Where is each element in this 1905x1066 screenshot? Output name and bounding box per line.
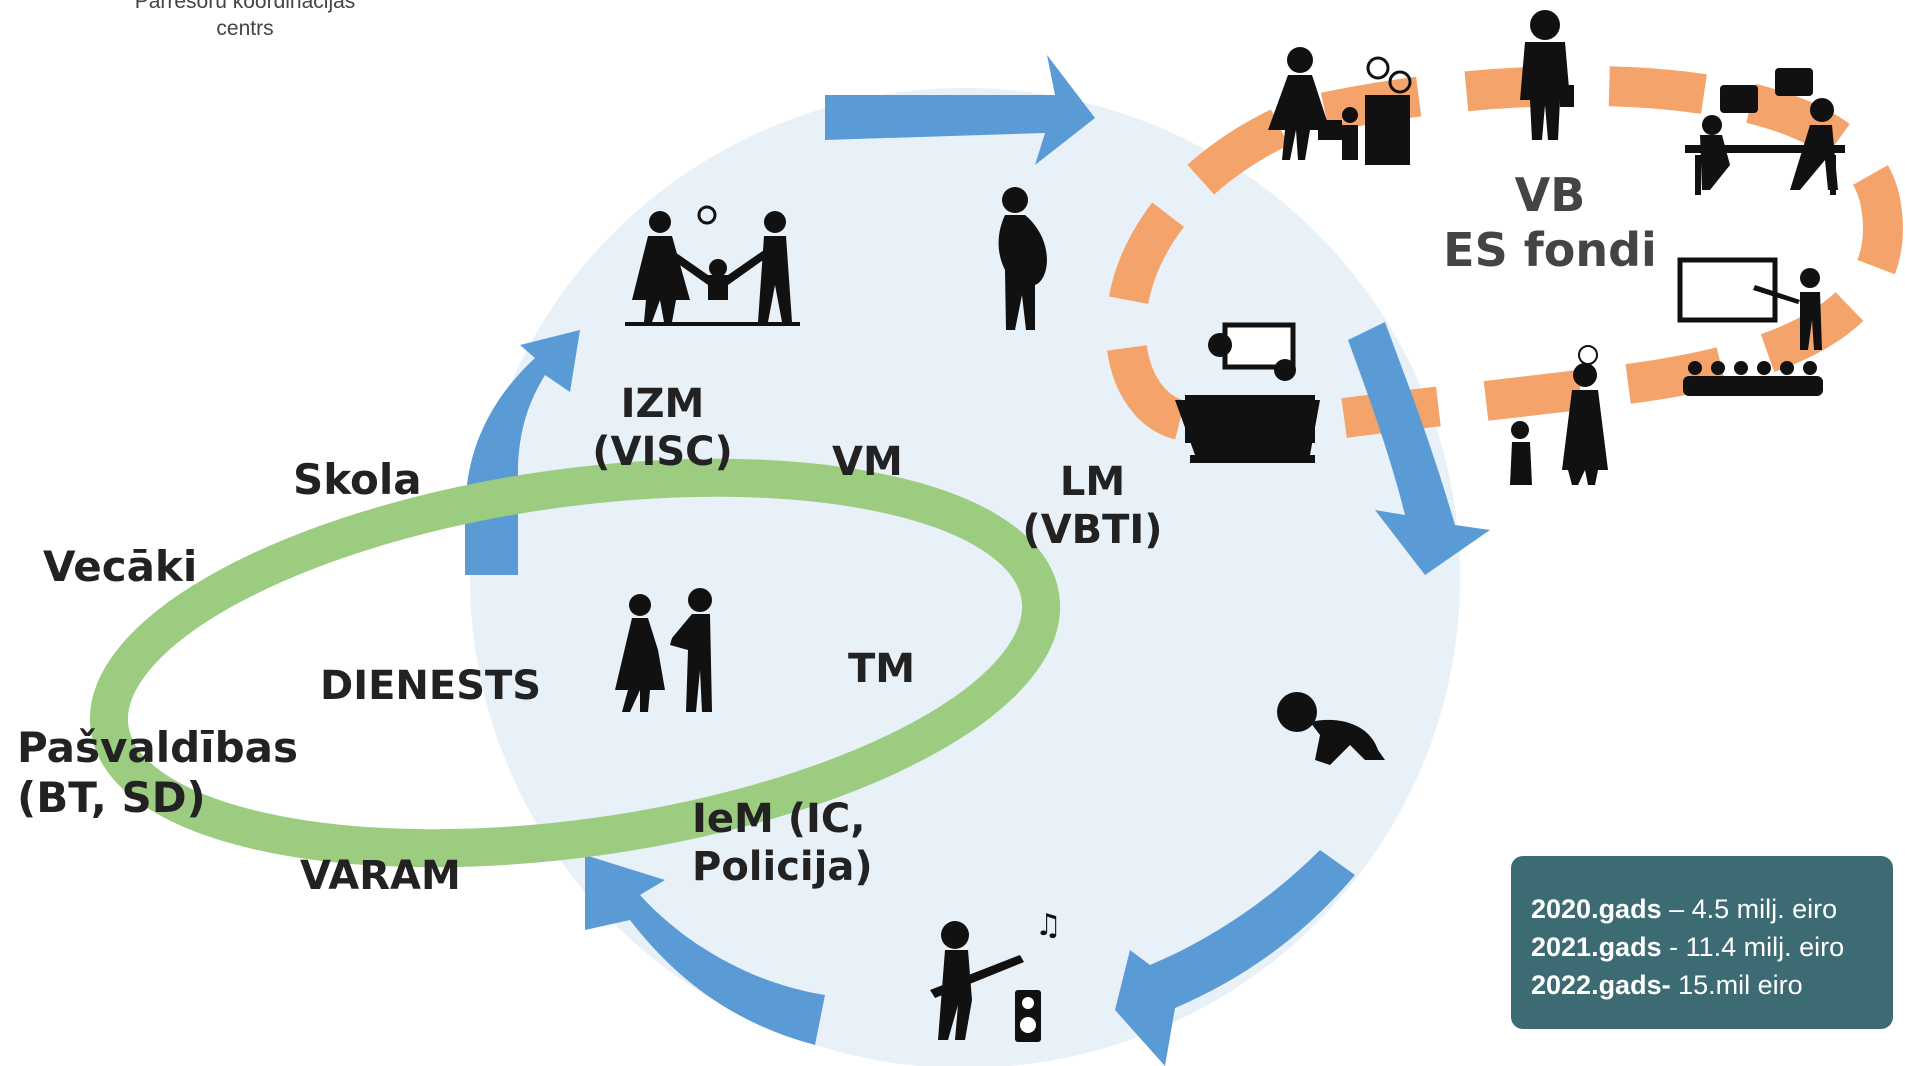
org-name: Pārresoru koordinācijas centrs: [95, 0, 395, 43]
arrow-bottom-left: [585, 855, 825, 1045]
label-tm: TM: [848, 646, 916, 692]
service-ellipse: [89, 458, 1061, 868]
funding-amount: – 4.5 milj. eiro: [1661, 894, 1838, 924]
label-vm: VM: [832, 439, 903, 485]
funding-row: 2021.gads - 11.4 milj. eiro: [1531, 929, 1893, 967]
org-name-line1: Pārresoru koordinācijas: [134, 0, 356, 13]
presentation-icon: [1677, 257, 1823, 396]
arrow-bottom-right: [1115, 850, 1355, 1066]
funding-row: 2022.gads- 15.mil eiro: [1531, 967, 1893, 1005]
label-iem-line2: Policija): [692, 844, 873, 890]
label-vecaki: Vecāki: [43, 542, 198, 591]
label-lm-line1: LM: [1059, 459, 1126, 505]
mother-child-shopping-icon: [1268, 47, 1412, 165]
label-es-fondi: ES fondi: [1443, 223, 1657, 278]
org-name-line2: centrs: [216, 17, 274, 41]
label-vb: VB: [1514, 168, 1586, 222]
funding-year: 2022.gads-: [1531, 969, 1671, 1000]
label-pasvaldibas: Pašvaldības (BT, SD): [17, 723, 298, 824]
label-dienests: DIENESTS: [320, 663, 542, 709]
pregnant-woman-icon: [998, 187, 1047, 330]
funding-year: 2021.gads: [1531, 931, 1662, 962]
label-vb-es-fondi: VB ES fondi: [1425, 168, 1675, 278]
stressed-parent-icon: [1510, 345, 1608, 485]
label-varam: VARAM: [300, 853, 461, 899]
label-izm: IZM (VISC): [570, 380, 755, 476]
label-lm-line2: (VBTI): [1022, 507, 1163, 553]
counseling-meeting-icon: [1685, 68, 1845, 195]
label-lm: LM (VBTI): [1005, 458, 1180, 554]
label-izm-line1: IZM: [620, 381, 705, 427]
label-pasvaldibas-line2: (BT, SD): [17, 773, 206, 823]
crawling-baby-icon: [1277, 692, 1385, 765]
ultrasound-icon: [1175, 322, 1320, 463]
label-izm-line2: (VISC): [592, 429, 733, 475]
business-person-icon: [1520, 10, 1574, 140]
funding-amount: 15.mil eiro: [1670, 969, 1803, 1000]
partners-loop: [1105, 65, 1903, 440]
label-pasvaldibas-line1: Pašvaldības: [17, 723, 298, 772]
teen-guitar-icon: ♫: [930, 908, 1062, 1042]
funding-year: 2020.gads: [1531, 894, 1662, 924]
label-iem: IeM (IC, Policija): [692, 795, 873, 891]
funding-row: 2020.gads – 4.5 milj. eiro: [1531, 891, 1893, 929]
funding-box: 2020.gads – 4.5 milj. eiro 2021.gads - 1…: [1511, 856, 1893, 1029]
family-icon: [625, 205, 800, 326]
funding-amount: - 11.4 milj. eiro: [1661, 931, 1845, 962]
svg-text:♫: ♫: [1035, 908, 1062, 943]
label-iem-line1: IeM (IC,: [692, 796, 866, 842]
arrow-top: [825, 55, 1095, 165]
handshake-couple-icon: [615, 588, 712, 712]
label-skola: Skola: [293, 455, 422, 504]
arrow-right: [1348, 322, 1490, 575]
